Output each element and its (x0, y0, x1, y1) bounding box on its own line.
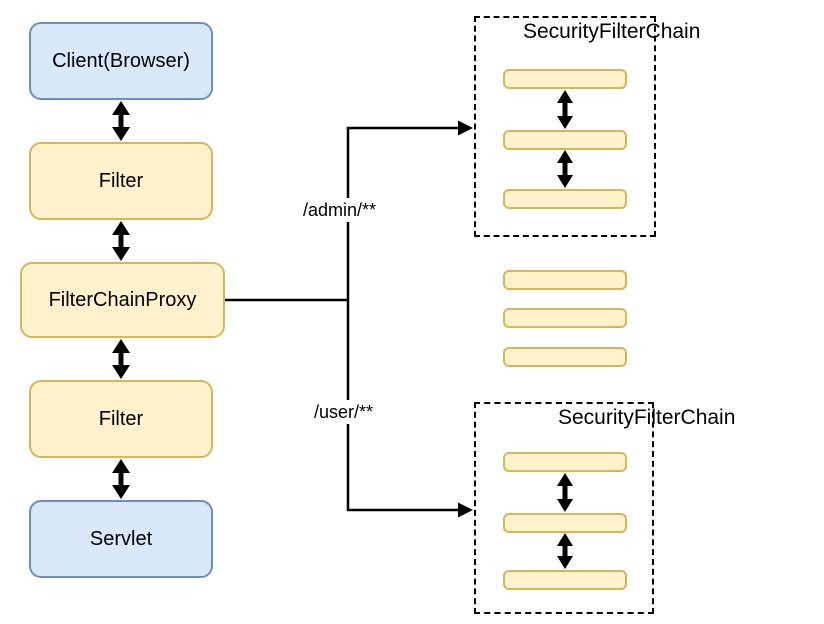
route-connector-lines (225, 126, 459, 512)
node-filter-above-proxy: Filter (29, 142, 213, 220)
admin-route-label: /admin/** (300, 198, 380, 222)
node-filter-above-proxy-label: Filter (98, 169, 144, 192)
admin-route-arrowhead-icon (458, 120, 473, 136)
middle-filter-slot (503, 347, 627, 367)
node-filter-chain-proxy: FilterChainProxy (20, 262, 225, 338)
node-servlet: Servlet (29, 500, 213, 578)
user-chain-title: SecurityFilterChain (558, 406, 736, 429)
node-filter-below-proxy-label: Filter (98, 407, 144, 430)
user-security-filter-chain-box (474, 402, 654, 614)
user-route-label: /user/** (311, 400, 377, 424)
node-client-browser-label: Client(Browser) (52, 49, 190, 72)
admin-security-filter-chain-box (474, 16, 656, 237)
admin-chain-filter-slot (503, 69, 627, 89)
bidirectional-arrow-icon (112, 339, 130, 379)
node-servlet-label: Servlet (89, 527, 153, 550)
admin-chain-filter-slot (503, 130, 627, 150)
user-route-arrowhead-icon (458, 502, 473, 518)
bidirectional-arrow-icon (112, 459, 130, 499)
bidirectional-arrow-icon (112, 221, 130, 261)
user-chain-filter-slot (503, 513, 627, 533)
bidirectional-arrow-icon (112, 101, 130, 141)
user-chain-filter-slot (503, 570, 627, 590)
user-chain-filter-slot (503, 452, 627, 472)
admin-chain-title: SecurityFilterChain (523, 20, 701, 43)
node-filter-chain-proxy-label: FilterChainProxy (48, 288, 197, 311)
middle-filter-slot (503, 270, 627, 290)
admin-chain-filter-slot (503, 189, 627, 209)
node-client-browser: Client(Browser) (29, 22, 213, 100)
node-filter-below-proxy: Filter (29, 380, 213, 458)
middle-filter-slot (503, 308, 627, 328)
